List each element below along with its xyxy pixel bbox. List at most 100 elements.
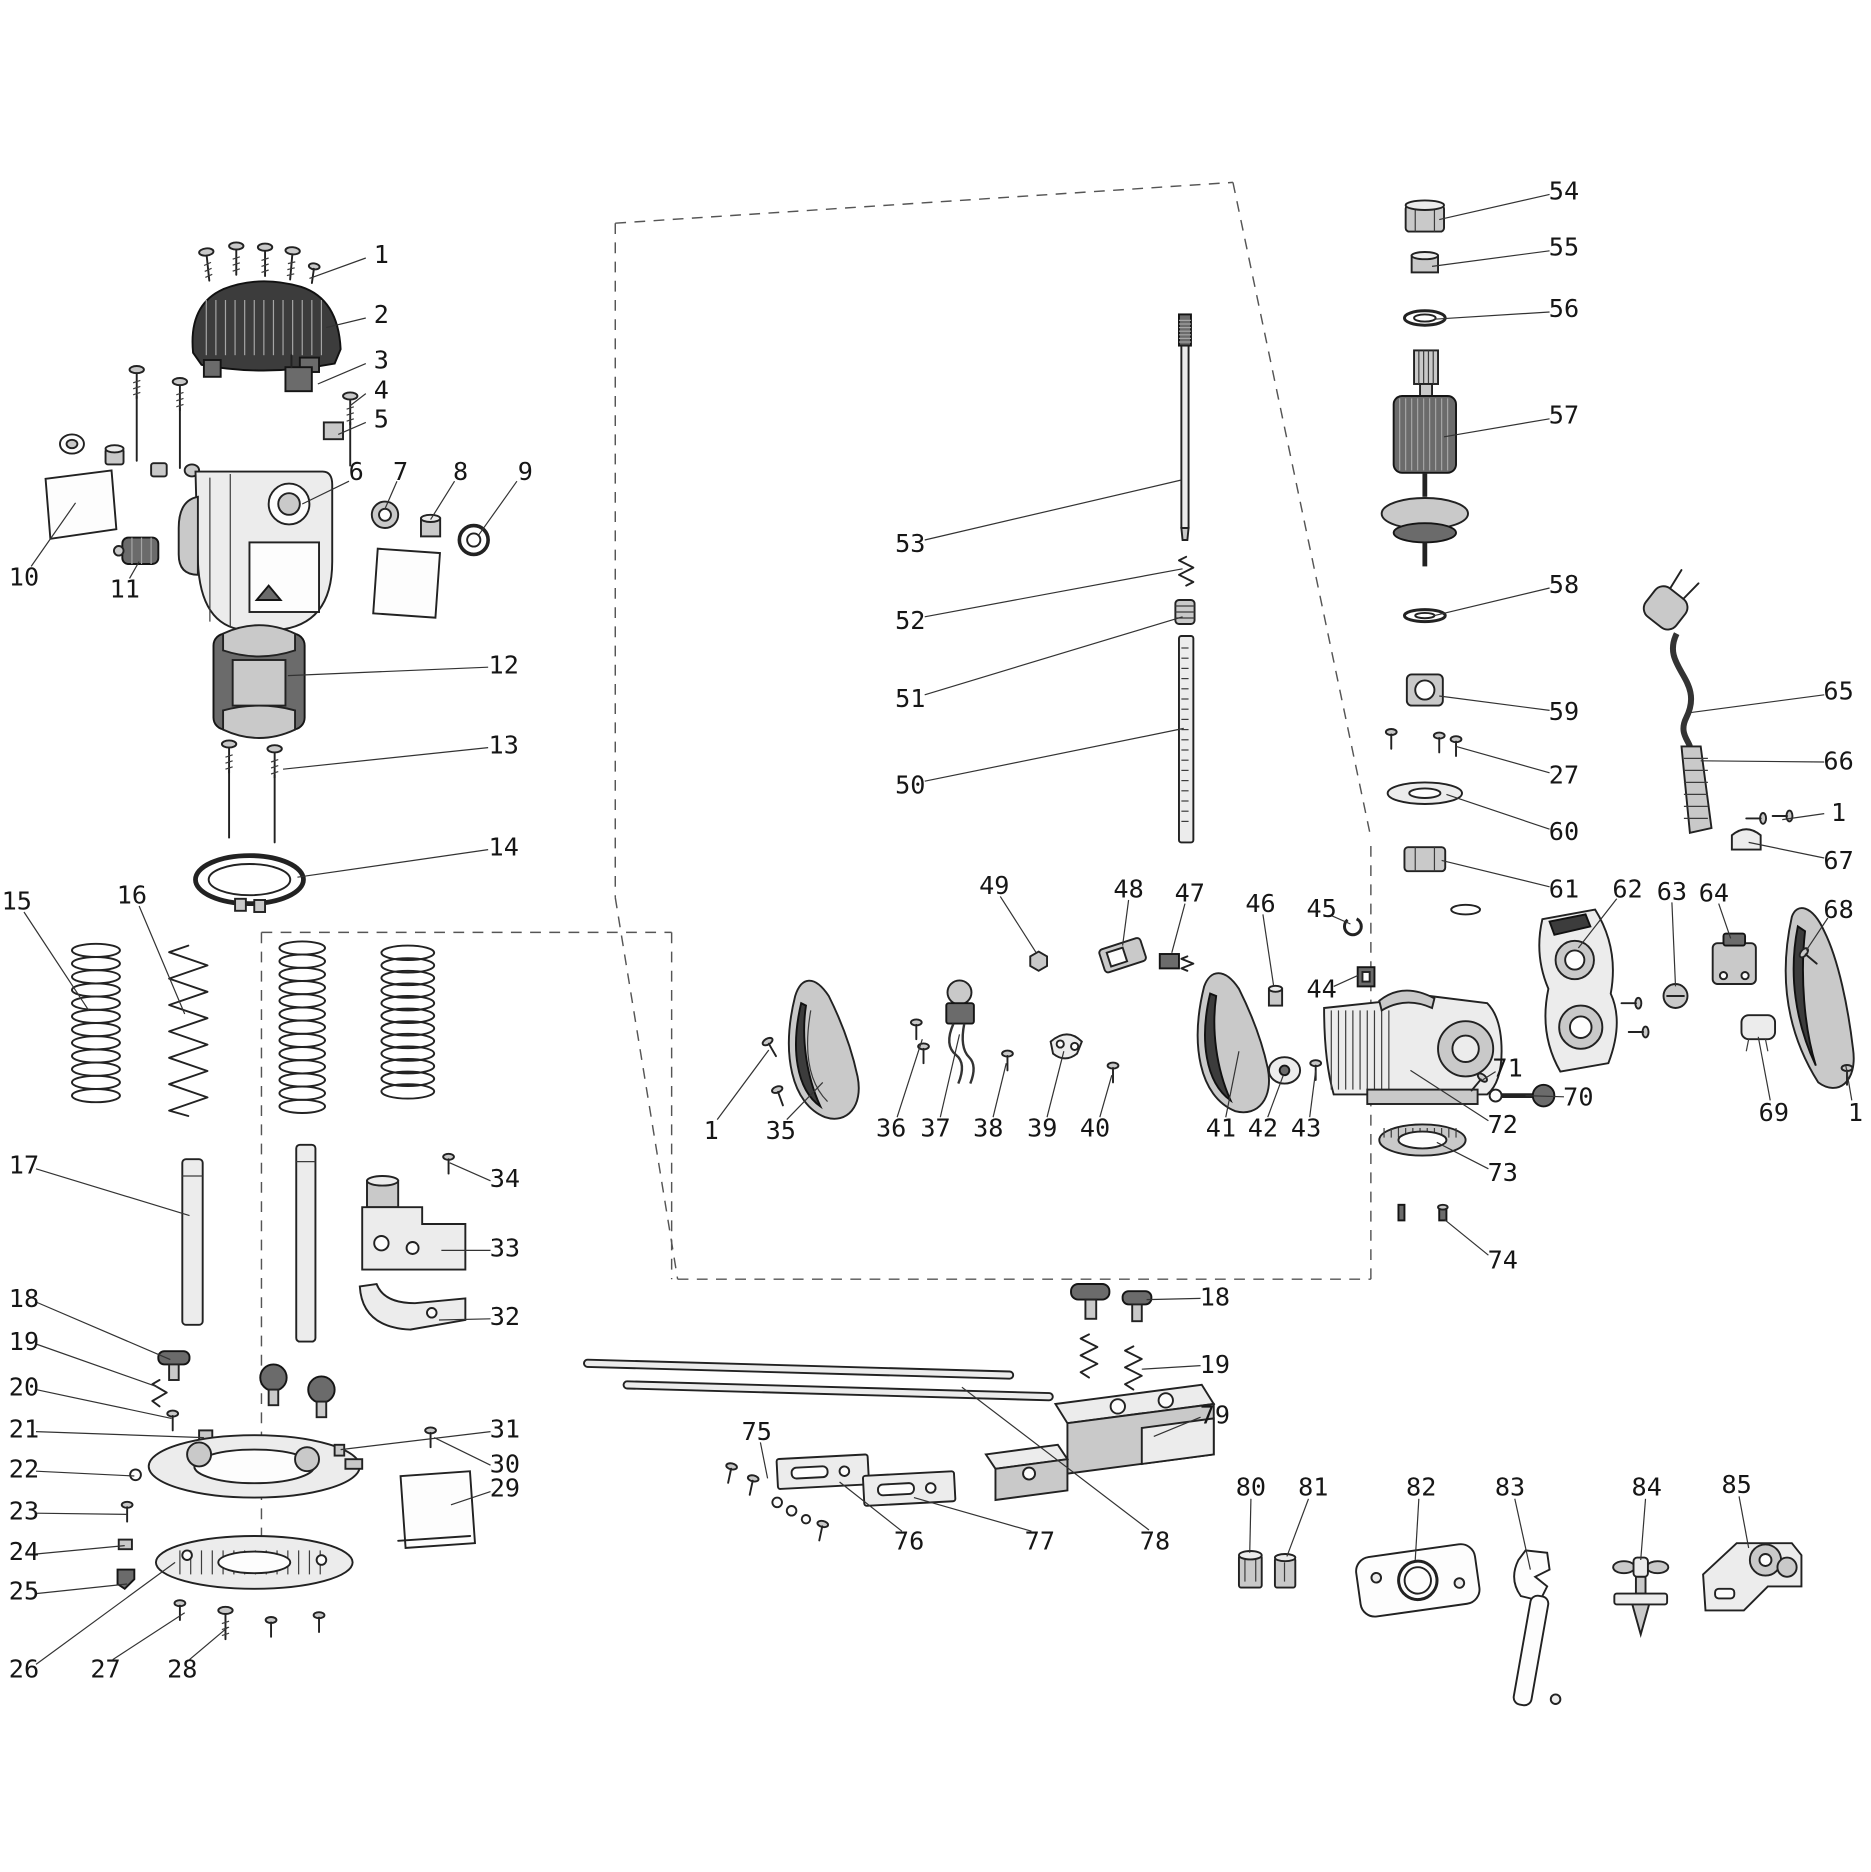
callout-part-81: 81 bbox=[1286, 1472, 1328, 1557]
part-number: 63 bbox=[1657, 877, 1687, 906]
part-number: 47 bbox=[1175, 878, 1205, 907]
part-50-depth-scale-rod bbox=[1178, 635, 1195, 844]
part-number: 67 bbox=[1823, 846, 1853, 875]
leader-line bbox=[999, 896, 1037, 954]
part-65-power-cord bbox=[1642, 569, 1700, 748]
part-number: 45 bbox=[1307, 894, 1337, 923]
part-18-guide-knobs bbox=[1070, 1283, 1153, 1323]
part-number: 14 bbox=[489, 833, 519, 862]
callout-part-61: 61 bbox=[1441, 859, 1579, 904]
part-number: 25 bbox=[9, 1577, 39, 1606]
callout-part-1: 1 bbox=[704, 1049, 770, 1145]
leader-line bbox=[433, 1437, 491, 1466]
part-number: 34 bbox=[490, 1164, 520, 1193]
leader-line bbox=[924, 479, 1182, 541]
part-16-return-spring bbox=[168, 944, 209, 1117]
leader-line bbox=[1410, 1069, 1489, 1122]
leader-line bbox=[924, 727, 1184, 782]
part-number: 13 bbox=[489, 731, 519, 760]
part-number: 22 bbox=[9, 1454, 39, 1483]
part-41-right-handle bbox=[1196, 972, 1270, 1114]
callout-part-10: 10 bbox=[9, 502, 77, 592]
base-mount-screws bbox=[173, 1599, 326, 1641]
leader-line bbox=[1640, 1498, 1647, 1561]
leader-line bbox=[438, 1318, 491, 1321]
part-58-washer bbox=[1402, 608, 1447, 624]
leader-line bbox=[287, 666, 489, 677]
part-57-armature bbox=[1380, 349, 1469, 567]
leader-line bbox=[30, 502, 77, 567]
part-61-bottom-bearing bbox=[1403, 846, 1447, 873]
part-number: 10 bbox=[9, 563, 39, 592]
part-37-switch-module bbox=[945, 979, 975, 1085]
part-number: 80 bbox=[1236, 1472, 1266, 1501]
part-number: 72 bbox=[1488, 1110, 1518, 1139]
part-number: 20 bbox=[9, 1373, 39, 1402]
part-number: 6 bbox=[349, 457, 364, 486]
part-67-cord-clamp bbox=[1730, 828, 1762, 851]
callout-part-28: 28 bbox=[167, 1626, 229, 1684]
part-number: 18 bbox=[9, 1284, 39, 1313]
callout-part-20: 20 bbox=[9, 1373, 172, 1419]
leader-line bbox=[786, 1081, 824, 1121]
part-number: 27 bbox=[90, 1655, 120, 1684]
leader-line bbox=[1782, 813, 1825, 821]
leader-line bbox=[1309, 1070, 1317, 1118]
part-number: 17 bbox=[9, 1151, 39, 1180]
leader-line bbox=[716, 1049, 770, 1120]
part-7-bearing-cap bbox=[370, 500, 400, 529]
part-53-depth-rod bbox=[1178, 313, 1192, 541]
leader-line bbox=[1671, 902, 1677, 987]
part-number: 24 bbox=[9, 1537, 39, 1566]
callout-part-36: 36 bbox=[876, 1039, 923, 1143]
callout-part-11: 11 bbox=[110, 561, 140, 604]
callout-part-12: 12 bbox=[287, 650, 519, 679]
part-69-capacitor bbox=[1740, 1014, 1777, 1052]
leader-line bbox=[35, 1389, 172, 1419]
leader-line bbox=[1439, 193, 1550, 221]
leader-line bbox=[35, 1470, 135, 1477]
leader-line bbox=[35, 1583, 128, 1595]
leader-line bbox=[349, 393, 367, 407]
handle-screws-left bbox=[760, 1035, 789, 1109]
leader-line bbox=[1333, 975, 1358, 987]
washer-small bbox=[1450, 903, 1481, 916]
part-number: 73 bbox=[1488, 1158, 1518, 1187]
callout-part-50: 50 bbox=[895, 727, 1184, 799]
part-number: 5 bbox=[374, 404, 389, 433]
callout-part-72: 72 bbox=[1410, 1069, 1518, 1139]
part-number: 23 bbox=[9, 1496, 39, 1525]
part-number: 1 bbox=[1848, 1098, 1863, 1127]
leader-line bbox=[282, 747, 489, 770]
callout-part-29: 29 bbox=[450, 1473, 520, 1506]
part-number: 29 bbox=[490, 1473, 520, 1502]
leader-line bbox=[35, 1168, 190, 1217]
callout-part-24: 24 bbox=[9, 1537, 125, 1566]
leader-line bbox=[1171, 903, 1186, 953]
callout-part-18: 18 bbox=[9, 1284, 171, 1361]
part-number: 39 bbox=[1027, 1113, 1057, 1142]
part-47-carbon-brush bbox=[1158, 953, 1195, 972]
leader-line bbox=[1331, 915, 1351, 925]
callout-part-21: 21 bbox=[9, 1415, 204, 1444]
leader-line bbox=[1443, 1218, 1489, 1256]
callout-part-14: 14 bbox=[297, 833, 519, 878]
part-number: 12 bbox=[489, 650, 519, 679]
part-number: 66 bbox=[1823, 746, 1853, 775]
part-number: 50 bbox=[895, 770, 925, 799]
leader-line bbox=[1267, 1074, 1284, 1118]
part-73-ring-nut bbox=[1378, 1123, 1467, 1157]
part-45-c-clip bbox=[1342, 916, 1363, 937]
callout-part-59: 59 bbox=[1439, 695, 1579, 726]
leader-line bbox=[1153, 1416, 1201, 1437]
part-number: 8 bbox=[453, 457, 468, 486]
callout-part-5: 5 bbox=[337, 404, 389, 435]
part-number: 1 bbox=[374, 240, 389, 269]
part-27-screws-upper bbox=[1384, 728, 1463, 757]
callout-part-15: 15 bbox=[2, 887, 90, 1011]
callout-part-52: 52 bbox=[895, 568, 1183, 635]
leader-line bbox=[1718, 903, 1732, 939]
part-39-lock-lever bbox=[1049, 1033, 1083, 1060]
leader-line bbox=[35, 1545, 125, 1555]
part-number: 16 bbox=[117, 881, 147, 910]
